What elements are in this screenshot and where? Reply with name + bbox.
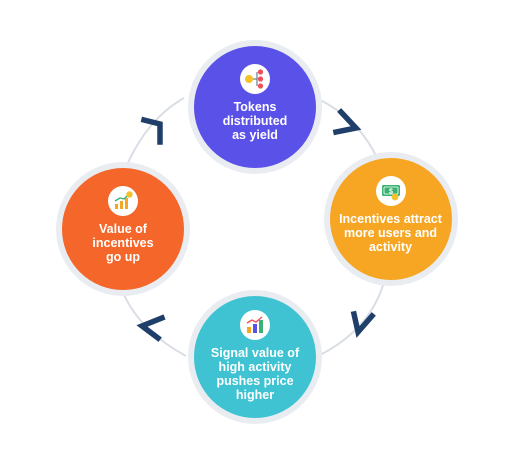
chevron-down-left-icon: [350, 310, 376, 338]
node-label: Incentives attract more users and activi…: [339, 212, 442, 254]
node-incentives-attract: $ Incentives attract more users and acti…: [324, 152, 458, 286]
node-value-of-incentives: Value of incentives go up: [56, 162, 190, 296]
node-signal-value: Signal value of high activity pushes pri…: [188, 290, 322, 424]
arc-right-bottom: [317, 281, 385, 357]
chevron-up-right-icon: [140, 116, 163, 145]
coin-growth-icon: [108, 186, 138, 216]
node-label: Signal value of high activity pushes pri…: [210, 346, 300, 402]
arc-left-top: [123, 97, 185, 173]
node-tokens-distributed: Tokens distributed as yield: [188, 40, 322, 174]
cash-icon: $: [376, 176, 406, 206]
node-label: Value of incentives go up: [92, 222, 154, 264]
token-flow-icon: [240, 64, 270, 94]
chevron-up-left-icon: [136, 314, 166, 342]
svg-text:$: $: [389, 189, 393, 196]
bar-chart-icon: [240, 310, 270, 340]
chevron-down-right-icon: [332, 108, 362, 136]
node-label: Tokens distributed as yield: [222, 100, 288, 142]
